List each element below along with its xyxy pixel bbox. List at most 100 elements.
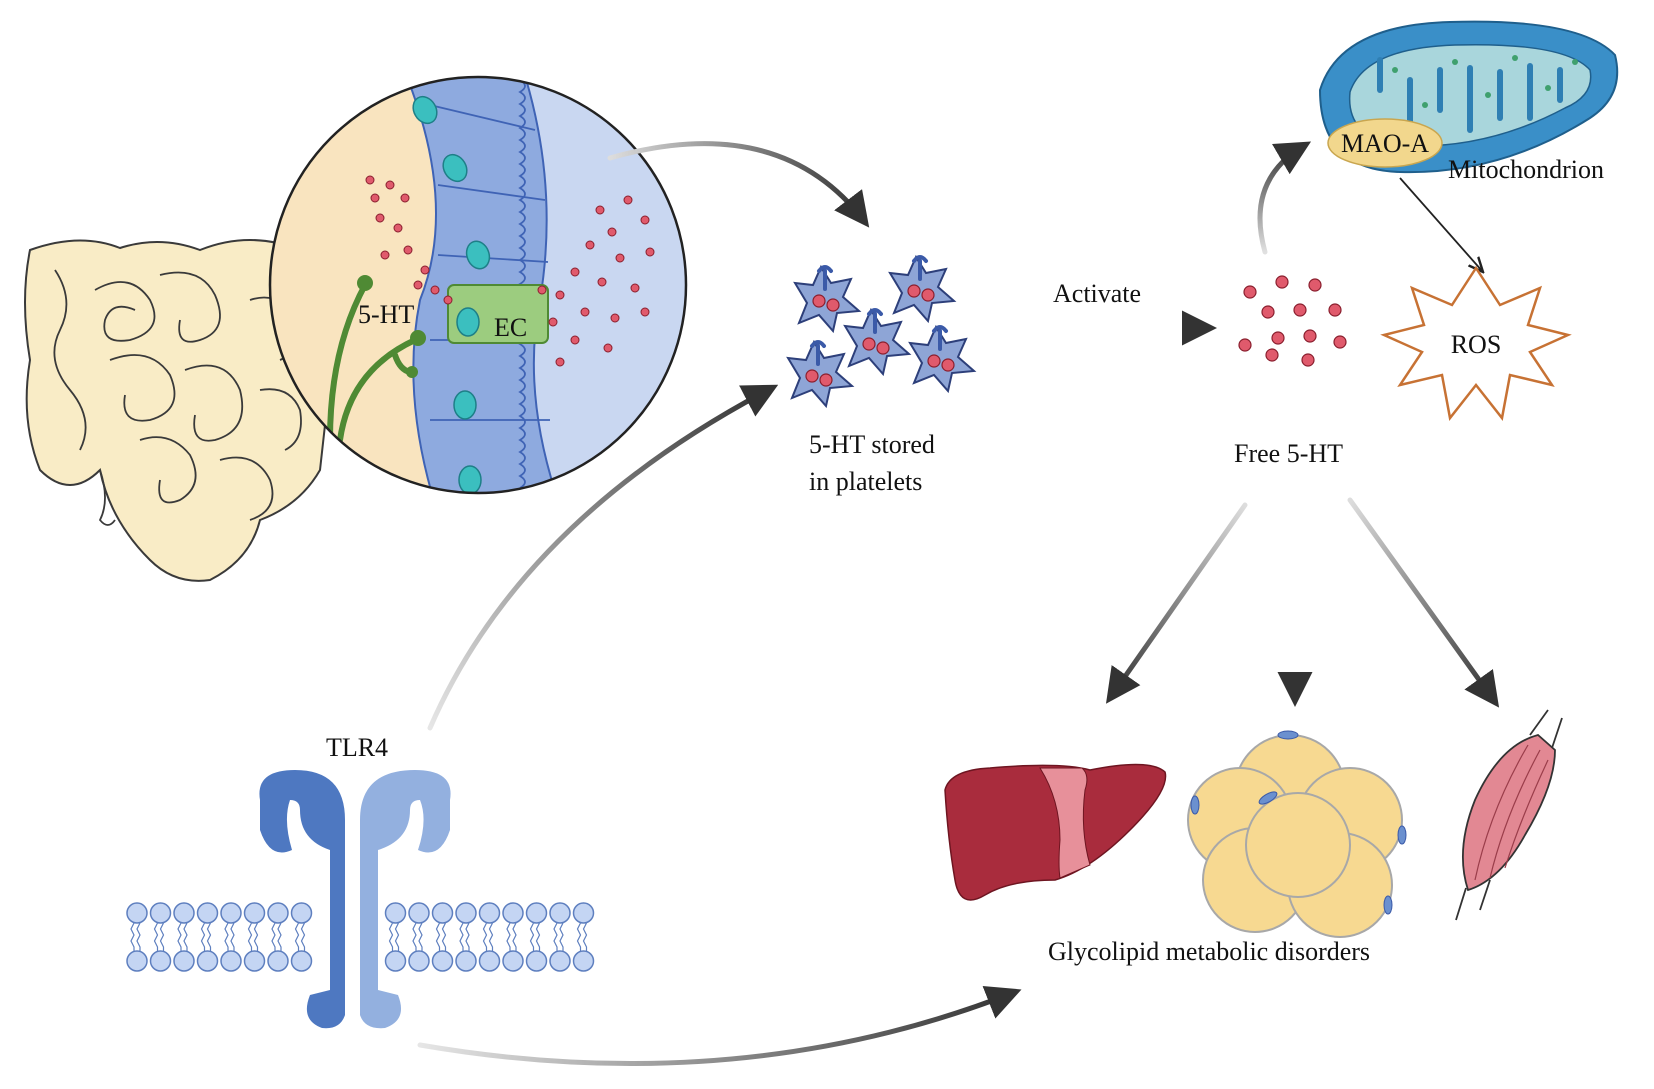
activate-label: Activate <box>1053 279 1141 308</box>
lipid-head <box>220 902 242 924</box>
liver-icon <box>944 763 1167 901</box>
arrow-mito-to-ros <box>1399 177 1483 272</box>
mao-a-label: MAO-A <box>1341 129 1429 158</box>
lipid-head <box>126 902 148 924</box>
tlr4-receptor-icon <box>259 770 451 1029</box>
lipid-tail <box>512 922 517 951</box>
lipid-head <box>290 902 313 924</box>
serotonin-dots-lumen <box>365 175 453 305</box>
lipid-head <box>173 902 195 924</box>
lipid-head <box>149 950 172 972</box>
lipid-head <box>455 902 477 924</box>
lipid-tail <box>582 922 588 951</box>
free-serotonin-dots <box>1238 275 1347 367</box>
lipid-head <box>196 902 219 924</box>
lipid-head <box>502 902 524 924</box>
lipid-tail <box>271 922 276 951</box>
platelets-label-line1: 5-HT stored <box>809 430 935 459</box>
lipid-tail <box>459 922 464 951</box>
lipid-tail <box>488 922 494 951</box>
outcome-label: Glycolipid metabolic disorders <box>1048 937 1370 966</box>
lipid-tail <box>529 922 535 951</box>
lipid-tail <box>277 922 282 951</box>
arrow-tlr4-to-disorders <box>417 985 1022 1067</box>
lipid-head <box>408 950 430 972</box>
lipid-tail <box>482 922 488 951</box>
lipid-tail <box>230 922 235 951</box>
serotonin-label: 5-HT <box>358 300 414 329</box>
serotonin-dots-blood <box>537 195 655 367</box>
mitochondrion-label: Mitochondrion <box>1448 155 1604 184</box>
lipid-head <box>455 950 477 972</box>
arrow-gut-to-platelets <box>607 141 870 228</box>
lipid-head <box>431 950 454 972</box>
lipid-head <box>502 950 524 972</box>
lipid-tail <box>300 922 306 951</box>
tlr4-label: TLR4 <box>326 733 388 762</box>
lipid-tail <box>159 922 165 951</box>
arrow-free-to-mito <box>1257 141 1312 255</box>
lipid-head <box>384 950 407 972</box>
lipid-head <box>525 950 548 972</box>
lipid-tail <box>535 922 541 951</box>
lipid-tail <box>553 922 558 951</box>
lipid-tail <box>153 922 159 951</box>
free-serotonin-label: Free 5-HT <box>1234 439 1343 468</box>
arrow-tlr4-to-platelets <box>427 384 779 731</box>
lipid-head <box>572 950 595 972</box>
muscle-icon <box>1455 709 1563 921</box>
ec-cell-label: EC <box>494 313 527 342</box>
lipid-head <box>478 950 501 972</box>
lipid-head <box>267 950 289 972</box>
lipid-tail <box>465 922 470 951</box>
lipid-head <box>572 902 595 924</box>
lipid-head <box>431 902 454 924</box>
ros-label: ROS <box>1451 330 1502 359</box>
lipid-head <box>549 950 571 972</box>
lipid-tail <box>206 922 212 951</box>
lipid-head <box>525 902 548 924</box>
adipocyte-icon <box>1187 730 1407 938</box>
ros-burst-icon <box>1380 265 1572 421</box>
lipid-tail <box>506 922 511 951</box>
lipid-head <box>220 950 242 972</box>
lipid-tail <box>418 922 423 951</box>
mao-a-enzyme: MAO-A <box>1327 118 1443 168</box>
lipid-tail <box>559 922 564 951</box>
lipid-head <box>267 902 289 924</box>
lipid-head <box>408 902 430 924</box>
lipid-head <box>126 950 148 972</box>
lipid-tail <box>177 922 182 951</box>
arrows <box>417 141 1500 1067</box>
lipid-tail <box>253 922 259 951</box>
lipid-head <box>243 902 266 924</box>
lipid-tail <box>394 922 400 951</box>
lipid-tail <box>200 922 206 951</box>
lipid-tail <box>441 922 447 951</box>
lipid-tail <box>183 922 188 951</box>
cell-membrane <box>126 902 595 972</box>
lipid-tail <box>130 922 135 951</box>
platelets-label-line2: in platelets <box>809 467 922 496</box>
lipid-tail <box>224 922 229 951</box>
lipid-tail <box>294 922 300 951</box>
lipid-head <box>149 902 172 924</box>
lipid-head <box>478 902 501 924</box>
lipid-head <box>243 950 266 972</box>
arrow-to-liver <box>1105 502 1248 704</box>
lipid-tail <box>136 922 141 951</box>
lipid-head <box>549 902 571 924</box>
platelet-icon <box>786 255 976 408</box>
lipid-tail <box>388 922 394 951</box>
lipid-tail <box>247 922 253 951</box>
lipid-head <box>173 950 195 972</box>
lipid-head <box>290 950 313 972</box>
lipid-tail <box>412 922 417 951</box>
lipid-head <box>196 950 219 972</box>
arrow-to-muscle <box>1347 497 1500 708</box>
lipid-tail <box>435 922 441 951</box>
magnified-mucosa <box>268 75 688 495</box>
lipid-tail <box>576 922 582 951</box>
lipid-head <box>384 902 407 924</box>
